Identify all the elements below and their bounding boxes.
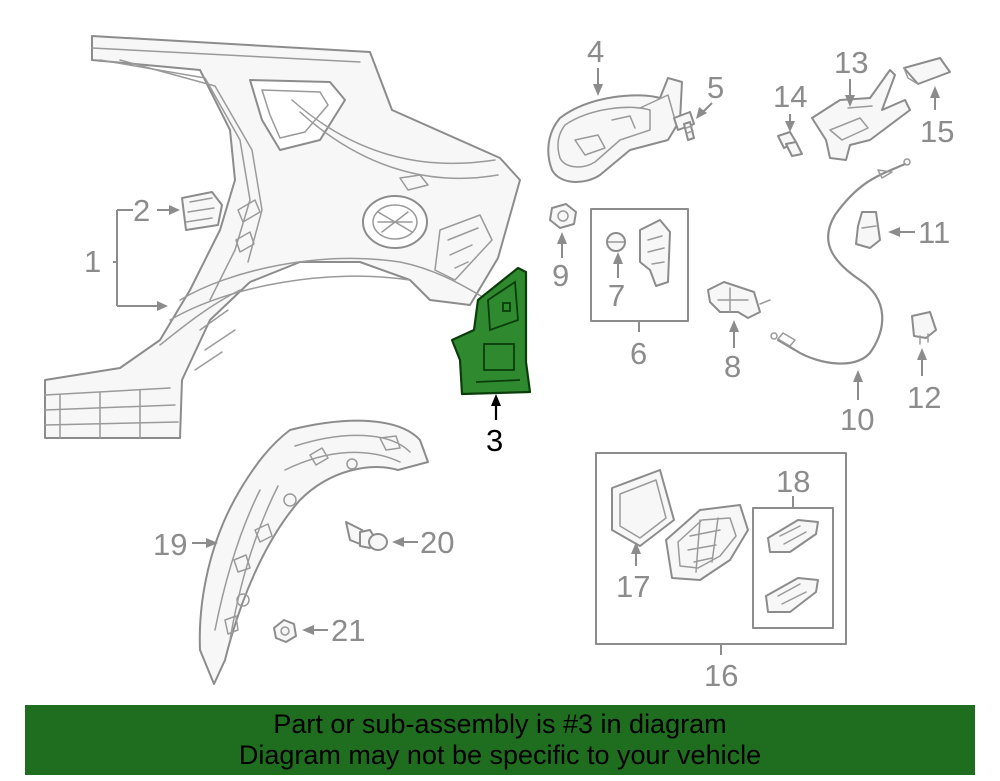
bumper-part-12[interactable] bbox=[911, 311, 937, 345]
cable-clip-part-11[interactable] bbox=[855, 211, 881, 249]
banner-line-1: Part or sub-assembly is #3 in diagram bbox=[273, 709, 727, 739]
callout-1: 1 bbox=[84, 244, 101, 279]
lock-assembly-part-6[interactable] bbox=[590, 208, 689, 322]
pads-part-18[interactable] bbox=[752, 507, 834, 629]
callout-21: 21 bbox=[331, 613, 365, 648]
callout-11: 11 bbox=[918, 215, 950, 250]
callout-9: 9 bbox=[552, 258, 569, 293]
callout-8: 8 bbox=[724, 349, 741, 384]
callout-12: 12 bbox=[907, 380, 941, 415]
callout-13: 13 bbox=[834, 45, 868, 80]
callout-3: 3 bbox=[486, 423, 503, 458]
push-clip-part-20[interactable] bbox=[345, 521, 388, 551]
callout-2: 2 bbox=[133, 193, 150, 228]
callout-6: 6 bbox=[630, 336, 647, 371]
actuator-part-8[interactable] bbox=[707, 281, 771, 319]
quarter-panel-part-1[interactable] bbox=[44, 35, 521, 439]
callout-20: 20 bbox=[420, 525, 454, 560]
clip-part-2[interactable] bbox=[181, 191, 223, 231]
callout-4: 4 bbox=[587, 34, 604, 69]
callout-15: 15 bbox=[920, 114, 954, 149]
screw-part-5[interactable] bbox=[673, 111, 695, 141]
bracket-part-3-highlighted[interactable] bbox=[450, 266, 532, 396]
callout-7: 7 bbox=[608, 278, 625, 313]
info-banner: Part or sub-assembly is #3 in diagram Di… bbox=[25, 705, 975, 775]
bumper-pad-part-15[interactable] bbox=[903, 57, 951, 85]
nut-part-9[interactable] bbox=[549, 203, 577, 229]
fuel-door-housing-part-4[interactable] bbox=[547, 77, 683, 183]
callout-17: 17 bbox=[616, 569, 650, 604]
callout-18: 18 bbox=[776, 464, 810, 499]
bolt-part-14[interactable] bbox=[777, 131, 803, 157]
hinge-part-13[interactable] bbox=[811, 69, 911, 161]
callout-16: 16 bbox=[704, 658, 738, 693]
callout-5: 5 bbox=[707, 70, 724, 105]
banner-line-2: Diagram may not be specific to your vehi… bbox=[238, 740, 762, 770]
callout-10: 10 bbox=[840, 402, 874, 437]
callout-19: 19 bbox=[153, 527, 187, 562]
release-cable-part-10[interactable] bbox=[770, 158, 911, 365]
nut-part-21[interactable] bbox=[273, 619, 297, 643]
wheel-liner-part-19[interactable] bbox=[198, 419, 429, 685]
callout-14: 14 bbox=[773, 79, 807, 114]
